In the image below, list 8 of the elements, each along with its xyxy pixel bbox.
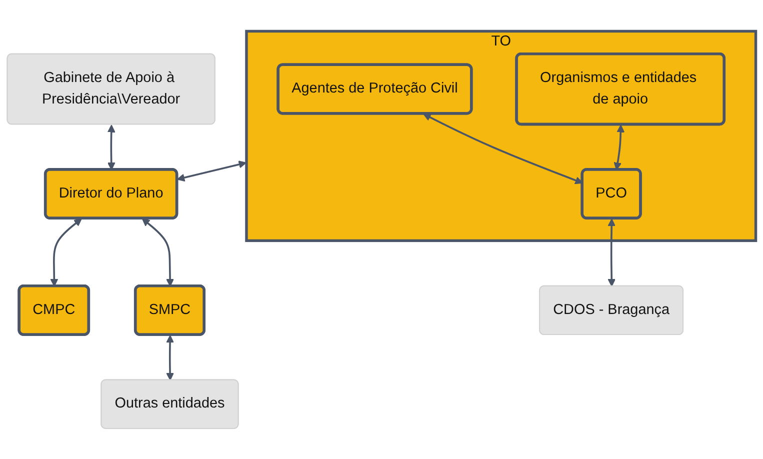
arrow xyxy=(166,334,174,380)
arrow xyxy=(50,218,82,286)
arrow xyxy=(107,124,116,170)
arrow xyxy=(608,218,616,286)
arrow xyxy=(176,160,246,182)
arrow xyxy=(142,218,174,286)
arrow xyxy=(614,124,625,170)
arrow xyxy=(423,113,583,184)
